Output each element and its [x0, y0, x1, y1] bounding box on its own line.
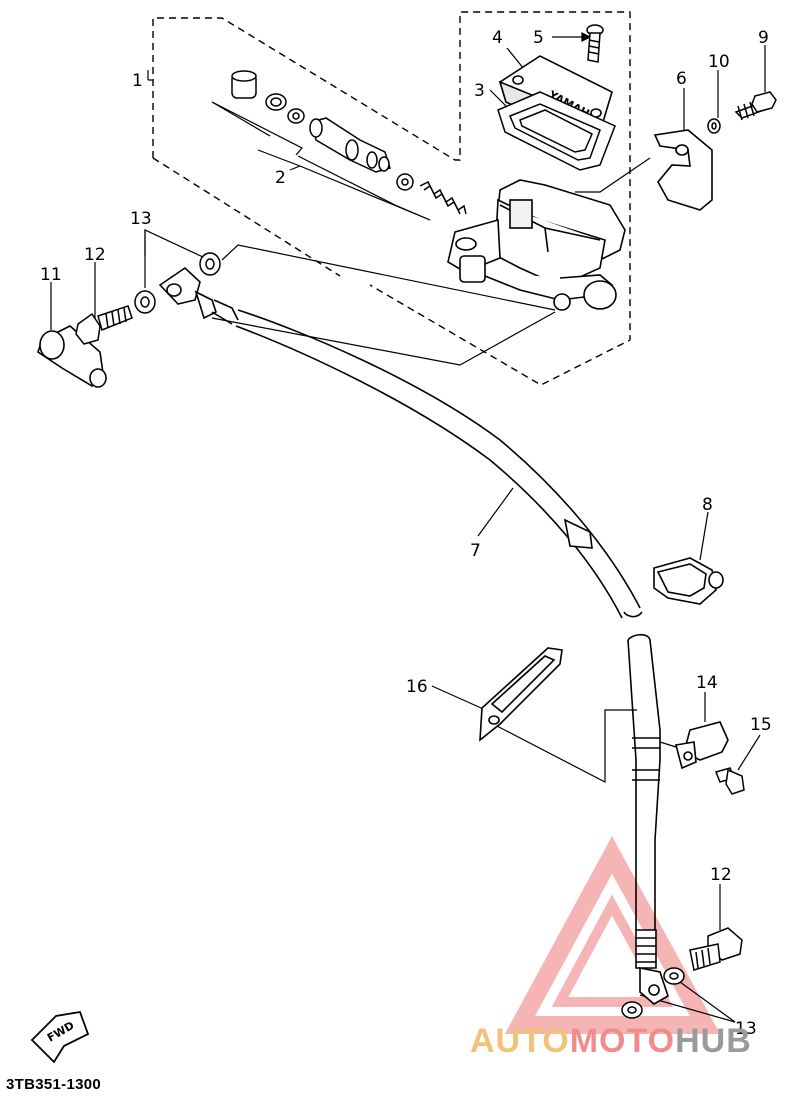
callout-3: 3: [474, 81, 485, 101]
hose-holder: [479, 647, 563, 742]
callout-1: 1: [132, 71, 143, 91]
forward-arrow-icon: FWD: [30, 1010, 90, 1064]
callout-10: 10: [708, 52, 730, 72]
union-bolt-upper: [75, 305, 133, 345]
leader-lines: [50, 32, 766, 1023]
assembly-boundary: [152, 11, 631, 386]
callout-13-lower: 13: [735, 1019, 757, 1039]
callout-8: 8: [702, 495, 713, 515]
master-cylinder-body: [447, 179, 626, 311]
cap-screw: [586, 24, 604, 63]
watermark-logo: [504, 836, 721, 1034]
copper-washers-lower: [621, 967, 685, 1019]
callout-2: 2: [275, 168, 286, 188]
part-code: 3TB351-1300: [6, 1076, 102, 1093]
watermark-hub: HUB: [675, 1022, 752, 1060]
copper-washers-upper: [134, 252, 221, 314]
watermark-text: AUTOMOTOHUB: [470, 1022, 752, 1061]
diaphragm: [497, 91, 616, 171]
hose-guide: [675, 721, 729, 770]
mirror-bracket: [653, 129, 713, 211]
callout-12-upper: 12: [84, 245, 106, 265]
piston-kit: [231, 70, 467, 215]
callout-11: 11: [40, 265, 62, 285]
callout-15: 15: [750, 715, 772, 735]
callout-14: 14: [696, 673, 718, 693]
callout-7: 7: [470, 541, 481, 561]
callout-13-upper: 13: [130, 209, 152, 229]
callout-6: 6: [676, 69, 687, 89]
callout-9: 9: [758, 28, 769, 48]
hose-clamp: [653, 557, 724, 605]
union-bolt-lower: [689, 927, 743, 971]
callout-4: 4: [492, 28, 503, 48]
guide-bolt: [714, 767, 745, 795]
callout-16: 16: [406, 677, 428, 697]
bracket-bolt: [734, 91, 777, 121]
callout-12-lower: 12: [710, 865, 732, 885]
brake-hose: [158, 266, 669, 1005]
watermark-moto: MOTO: [569, 1022, 676, 1060]
bracket-washer: [707, 118, 721, 134]
bolt-cap: [37, 325, 107, 388]
callout-5: 5: [533, 28, 544, 48]
watermark-auto: AUTO: [470, 1022, 570, 1060]
